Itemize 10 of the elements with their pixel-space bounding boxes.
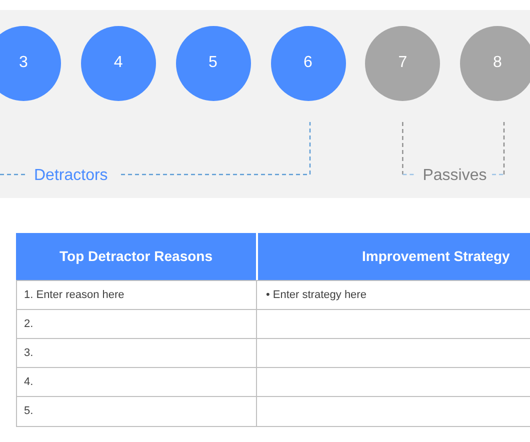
- group-label: Passives: [422, 167, 487, 185]
- header-cell: Improvement Strategy: [258, 233, 530, 280]
- score-circle: 4: [80, 26, 156, 100]
- score-circle: 6: [270, 26, 346, 100]
- table-cell: 1. Enter reason here: [16, 280, 257, 310]
- group-label: Detractors: [34, 167, 108, 185]
- score-circle: 7: [365, 26, 440, 100]
- score-circle: 5: [176, 26, 250, 100]
- header-cell: Top Detractor Reasons: [16, 233, 256, 280]
- table-cell: 5.: [16, 396, 257, 427]
